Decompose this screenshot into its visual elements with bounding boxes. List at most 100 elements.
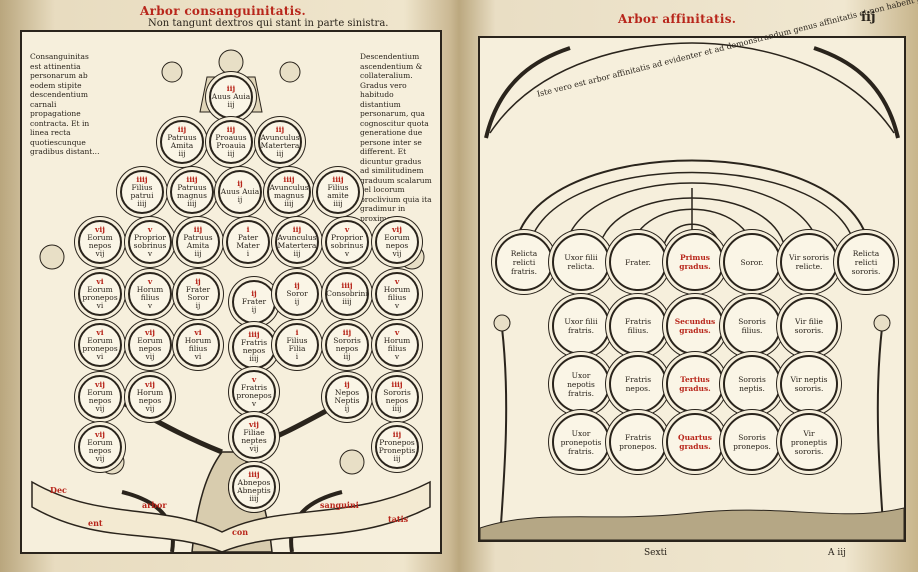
ribbon-word-1: Dec [50, 485, 67, 495]
medallion-degree-lower: vij [249, 444, 259, 453]
medallion-label: Avunculus magnus [269, 183, 309, 200]
affinity-medallion: Tertius gradus. [666, 355, 724, 413]
medallion-degree-lower: iiij [187, 199, 197, 208]
medallion-label: Eorum nepos [384, 233, 410, 250]
affinity-medallion: Vir filie sororis. [780, 297, 838, 355]
ribbon-word-4: con [232, 527, 249, 537]
ribbon-word-3: arbor [142, 500, 167, 510]
medallion-label: Proauus Proauia [215, 133, 247, 150]
affinity-medallion: Secundus gradus. [666, 297, 724, 355]
medallion-degree: i [246, 225, 250, 234]
medallion-degree: iij [226, 84, 236, 93]
medallion-degree-lower: vij [95, 249, 105, 258]
medallion-degree-lower: iiij [333, 199, 343, 208]
medallion-degree-lower: v [344, 249, 350, 258]
ribbon-word-5: sanguini [320, 500, 359, 510]
medallion-degree-lower: ij [251, 305, 257, 314]
medallion-label: Filius Filia [286, 336, 308, 353]
medallion-degree: iiij [341, 281, 353, 290]
medallion-degree: iiij [332, 175, 344, 184]
medallion-degree: iij [292, 225, 302, 234]
medallion-degree: iij [193, 225, 203, 234]
left-page: Arbor consanguinitatis. Non tangunt dext… [0, 0, 452, 572]
medallion-degree: ij [294, 281, 300, 290]
medallion-degree-lower: v [147, 249, 153, 258]
medallion-label: Horum nepos [136, 388, 164, 405]
medallion-degree: vij [95, 225, 105, 234]
medallion-degree-lower: vi [96, 301, 104, 310]
medallion-degree: ij [251, 289, 257, 298]
medallion-degree-lower: ij [344, 404, 350, 413]
medallion-label: Eorum nepos [87, 233, 113, 250]
affinity-medallion: Fratris filius. [609, 297, 667, 355]
affinity-medallion: Fratris pronepos. [609, 413, 667, 471]
medallion-degree-lower: iij [194, 249, 202, 258]
medallion-degree-lower: iij [276, 149, 284, 158]
medallion-label: Pronepos Proneptis [378, 438, 416, 455]
medallion-degree-lower: ij [294, 297, 300, 306]
right-title: Arbor affinitatis. [618, 12, 737, 26]
medallion-degree: vi [96, 328, 104, 337]
ribbon-word-6: tatis [388, 514, 409, 524]
medallion-degree: vij [145, 328, 155, 337]
medallion-degree: iij [177, 125, 187, 134]
medallion-label: Fratris nepos [240, 338, 268, 355]
medallion-degree: iiij [186, 175, 198, 184]
affinity-medallion: Quartus gradus. [666, 413, 724, 471]
medallion-label: Proprior sobrinus [330, 233, 364, 250]
medallion-label: Eorum nepos [87, 388, 113, 405]
medallion-degree-lower: ij [237, 195, 243, 204]
medallion-label: Eorum nepos [137, 336, 163, 353]
medallion-degree-lower: iij [178, 149, 186, 158]
medallion-degree-lower: iij [227, 149, 235, 158]
affinity-medallion: Uxor filii fratris. [552, 297, 610, 355]
affinity-medallion: Uxor filii relicta. [552, 233, 610, 291]
medallion-degree: iij [342, 328, 352, 337]
ribbon-word-2: ent [88, 518, 103, 528]
medallion-degree-lower: iiij [249, 354, 259, 363]
footer-leaf: A iij [828, 548, 846, 558]
medallion-degree: iij [275, 125, 285, 134]
affinity-medallion: Uxor pronepotis fratris. [552, 413, 610, 471]
footer-signature: Sexti [644, 548, 668, 558]
affinity-medallion: Vir sororis relicte. [780, 233, 838, 291]
medallion-degree-lower: iij [293, 249, 301, 258]
affinity-medallion: Vir proneptis sororis. [780, 413, 838, 471]
medallion-degree: v [344, 225, 350, 234]
medallion-label: Horum filius [184, 336, 212, 353]
medallion-degree: vij [249, 420, 259, 429]
medallion-label: Horum filius [136, 285, 164, 302]
medallion-label: Eorum pronepos [82, 336, 118, 353]
medallion-label: Filiae neptes [241, 428, 267, 445]
right-page-number: iij [861, 10, 876, 25]
medallion-degree: i [295, 328, 299, 337]
medallion-degree-lower: vi [96, 352, 104, 361]
affinity-medallion: Relicta relicti sororis. [837, 233, 895, 291]
medallion-label: Auus Auia [220, 187, 260, 196]
medallion-degree: v [394, 328, 400, 337]
